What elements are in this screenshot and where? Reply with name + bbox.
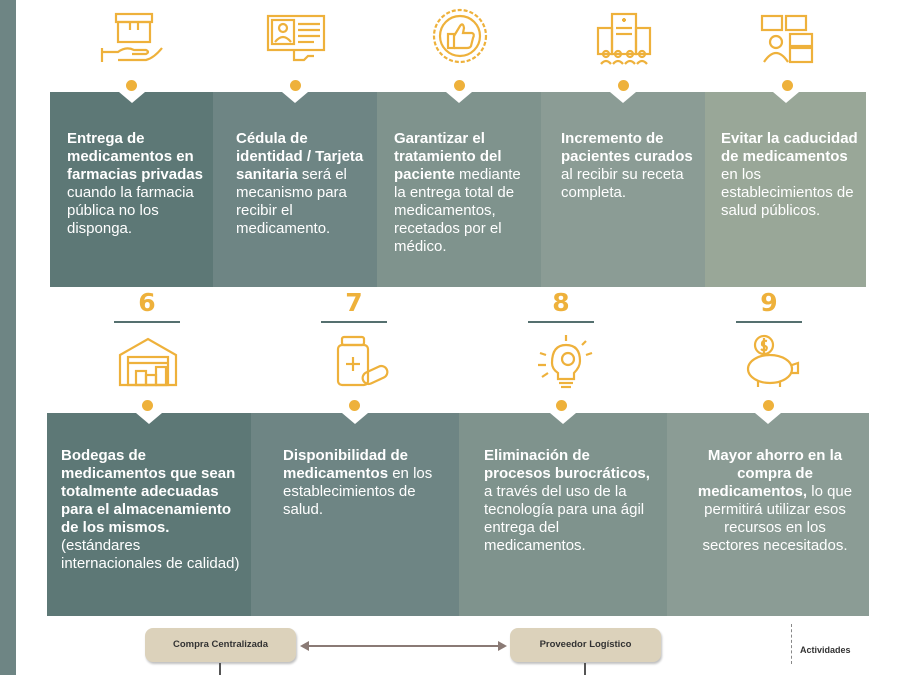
- accent-dot: [290, 80, 301, 91]
- benefit-panel-3: Garantizar el tratamiento del paciente m…: [377, 92, 541, 287]
- accent-dot: [763, 400, 774, 411]
- benefit-panel-9: Mayor ahorro en la compra de medicamento…: [667, 413, 869, 616]
- panel-notch: [136, 413, 162, 424]
- benefit-panel-4: Incremento de pacientes curados al recib…: [541, 92, 705, 287]
- panel-text: Eliminación de procesos burocráticos, a …: [484, 447, 650, 554]
- panel-text: Incremento de pacientes curados al recib…: [561, 130, 693, 201]
- panel-notch: [342, 413, 368, 424]
- accent-dot: [126, 80, 137, 91]
- benefit-panel-8: Eliminación de procesos burocráticos, a …: [459, 413, 667, 616]
- panel-text: Garantizar el tratamiento del paciente m…: [394, 130, 521, 255]
- lightbulb-gear-icon: [532, 333, 596, 389]
- panel-text: Cédula de identidad / Tarjeta sanitaria …: [236, 130, 364, 237]
- pill-bottle-icon: [326, 333, 390, 389]
- panel-notch: [118, 92, 145, 103]
- number-underline: [528, 321, 594, 323]
- step-number: 7: [345, 288, 363, 317]
- warehouse-icon: [116, 333, 180, 389]
- down-connector: [219, 663, 221, 675]
- panel-notch: [550, 413, 576, 424]
- step-number: 8: [552, 288, 570, 317]
- panel-notch: [755, 413, 781, 424]
- number-underline: [321, 321, 387, 323]
- accent-dot: [782, 80, 793, 91]
- benefit-panel-6: Bodegas de medicamentos que sean totalme…: [47, 413, 251, 616]
- panel-text: Mayor ahorro en la compra de medicamento…: [697, 447, 853, 554]
- compra-centralizada-node: Compra Centralizada: [145, 628, 296, 662]
- panel-text: Disponibilidad de medicamentos en los es…: [283, 447, 433, 518]
- accent-dot: [142, 400, 153, 411]
- panel-notch: [446, 92, 472, 103]
- benefit-panel-2: Cédula de identidad / Tarjeta sanitaria …: [213, 92, 377, 287]
- panel-notch: [772, 92, 799, 103]
- number-underline: [114, 321, 180, 323]
- accent-dot: [556, 400, 567, 411]
- thumbs-up-badge-icon: [428, 8, 492, 64]
- panel-text: Bodegas de medicamentos que sean totalme…: [61, 447, 240, 572]
- panel-text: Entrega de medicamentos en farmacias pri…: [67, 130, 203, 237]
- activities-label: Actividades: [800, 645, 851, 655]
- benefit-panel-1: Entrega de medicamentos en farmacias pri…: [50, 92, 213, 287]
- boxes-worker-icon: [756, 10, 820, 66]
- benefit-panel-5: Evitar la caducidad de medicamentos en l…: [705, 92, 866, 287]
- arrow-head-left-icon: [300, 641, 309, 651]
- step-number: 9: [760, 288, 778, 317]
- left-side-bar: [0, 0, 16, 675]
- panel-notch: [282, 92, 308, 103]
- accent-dot: [349, 400, 360, 411]
- down-connector: [584, 663, 586, 675]
- number-underline: [736, 321, 802, 323]
- hand-box-icon: [100, 10, 164, 66]
- accent-dot: [618, 80, 629, 91]
- benefit-panel-7: Disponibilidad de medicamentos en los es…: [251, 413, 459, 616]
- id-card-icon: [264, 10, 328, 66]
- panel-notch: [610, 92, 636, 103]
- bidirectional-arrow: [308, 645, 498, 647]
- panel-text: Evitar la caducidad de medicamentos en l…: [721, 130, 858, 219]
- arrow-head-right-icon: [498, 641, 507, 651]
- piggy-bank-icon: [738, 333, 802, 389]
- accent-dot: [454, 80, 465, 91]
- step-number: 6: [138, 288, 156, 317]
- hospital-crowd-icon: [592, 10, 656, 66]
- dashed-divider: [791, 624, 792, 664]
- proveedor-logistico-node: Proveedor Logístico: [510, 628, 661, 662]
